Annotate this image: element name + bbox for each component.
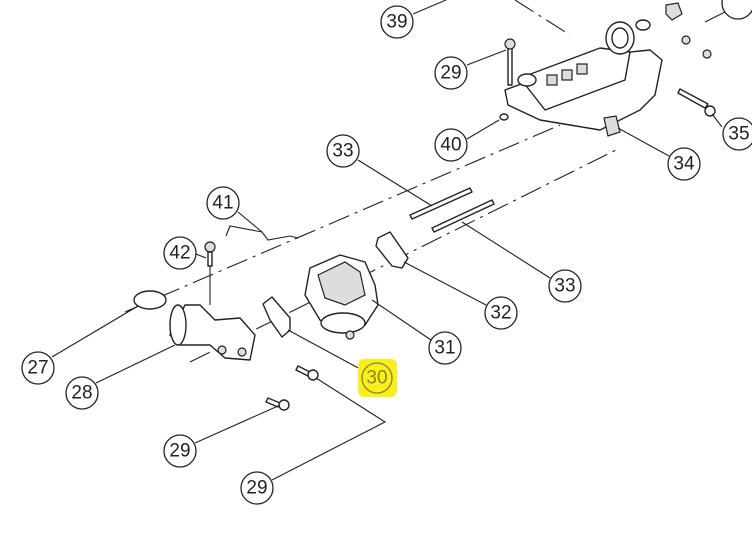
- callout-34[interactable]: 34: [667, 147, 701, 181]
- intake-elbow-part-28: [169, 304, 256, 361]
- gasket-part-32: [375, 231, 409, 269]
- bolt-head: [204, 241, 216, 253]
- bolt-part-29: [265, 397, 281, 408]
- svg-text:29: 29: [246, 478, 267, 499]
- callout-40[interactable]: 40: [434, 128, 468, 162]
- stud-part-33: [431, 199, 495, 233]
- o-ring-part-40: [499, 113, 509, 121]
- stud-part-33: [409, 187, 473, 220]
- gasket-part-27: [133, 290, 167, 310]
- callout-35[interactable]: 35: [722, 117, 752, 151]
- callout-29[interactable]: 29: [240, 471, 274, 505]
- bolt-part-35: [677, 88, 709, 109]
- svg-text:34: 34: [673, 154, 695, 175]
- callout-41[interactable]: 41: [206, 186, 240, 220]
- callout-39[interactable]: 39: [380, 5, 414, 39]
- svg-text:31: 31: [434, 338, 455, 359]
- bolt-head: [504, 38, 516, 50]
- carburetor-part-31: [304, 254, 379, 340]
- fitting-part: [665, 2, 683, 21]
- callout-32[interactable]: 32: [484, 296, 518, 330]
- svg-text:40: 40: [440, 135, 461, 156]
- callout-33[interactable]: 33: [326, 134, 360, 168]
- svg-text:30: 30: [366, 368, 387, 389]
- callout-28[interactable]: 28: [65, 376, 99, 410]
- svg-text:33: 33: [332, 141, 353, 162]
- nut-part: [702, 49, 712, 59]
- callout-31[interactable]: 31: [428, 331, 462, 365]
- bolt-part-29: [507, 46, 513, 86]
- svg-text:35: 35: [728, 124, 749, 145]
- wire-part-41: [225, 225, 299, 241]
- svg-text:41: 41: [212, 193, 233, 214]
- svg-text:32: 32: [490, 303, 511, 324]
- svg-text:29: 29: [169, 441, 190, 462]
- air-intake-housing: [504, 19, 663, 137]
- svg-text:29: 29: [440, 63, 461, 84]
- svg-text:42: 42: [169, 243, 190, 264]
- assembly-axis-line: [514, 0, 571, 36]
- svg-text:39: 39: [386, 12, 407, 33]
- svg-text:28: 28: [71, 383, 92, 404]
- assembly-axis-line: [124, 124, 561, 313]
- callout-33[interactable]: 33: [548, 269, 582, 303]
- svg-text:27: 27: [27, 358, 48, 379]
- nut-part: [681, 35, 691, 45]
- svg-text:33: 33: [554, 276, 575, 297]
- gasket-part-30: [262, 296, 291, 338]
- bolt-head: [704, 105, 716, 117]
- callout-30[interactable]: 30: [361, 362, 393, 394]
- callout-27[interactable]: 27: [21, 351, 55, 385]
- callout-42[interactable]: 42: [163, 236, 197, 270]
- callout-29[interactable]: 29: [163, 434, 197, 468]
- callout-29[interactable]: 29: [434, 56, 468, 90]
- callout-partial: [721, 0, 752, 20]
- leader-lines: [51, 0, 734, 481]
